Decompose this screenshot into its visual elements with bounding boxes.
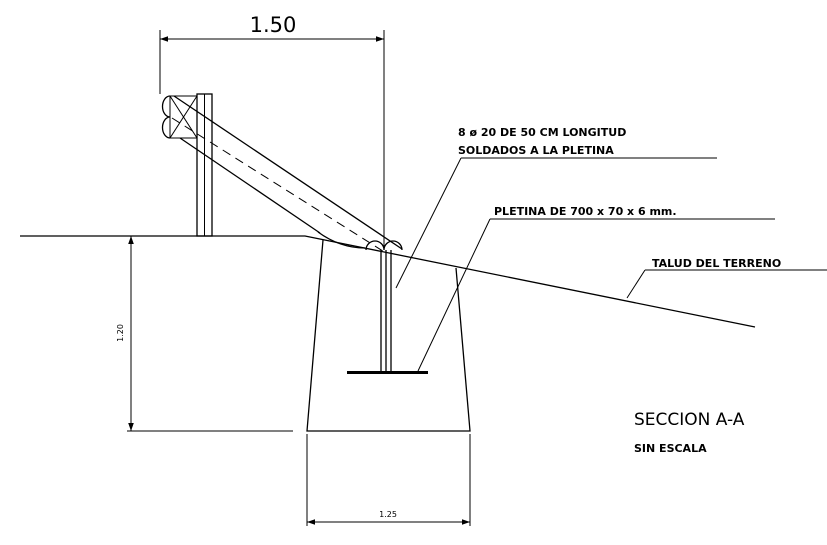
dimension-top: 1.50 [159,13,385,247]
guardrail-post [196,93,213,237]
leader-anchors: 8 ø 20 DE 50 CM LONGITUD SOLDADOS A LA P… [395,126,717,289]
dimension-top-text: 1.50 [250,13,297,37]
dimension-base: 1.25 [306,434,471,526]
section-scale: SIN ESCALA [634,442,707,455]
section-title: SECCION A-A [634,410,745,430]
section-title-block: SECCION A-A SIN ESCALA [634,410,745,455]
dimension-depth-text: 1.20 [116,324,125,342]
ground-line [20,235,756,328]
leader-slope: TALUD DEL TERRENO [626,257,827,299]
label-slope: TALUD DEL TERRENO [652,257,781,270]
anchor-bars [380,250,392,371]
concrete-foundation [306,239,471,432]
dimension-base-text: 1.25 [379,510,397,519]
label-anchors: 8 ø 20 DE 50 CM LONGITUD [458,126,626,139]
base-plate [347,371,428,374]
label-anchors-line2: SOLDADOS A LA PLETINA [458,144,614,157]
leader-plate: PLETINA DE 700 x 70 x 6 mm. [417,205,775,372]
label-plate: PLETINA DE 700 x 70 x 6 mm. [494,205,677,218]
dimension-depth: 1.20 [116,235,293,432]
diagonal-strut [171,95,403,254]
w-beam-top [161,95,198,139]
